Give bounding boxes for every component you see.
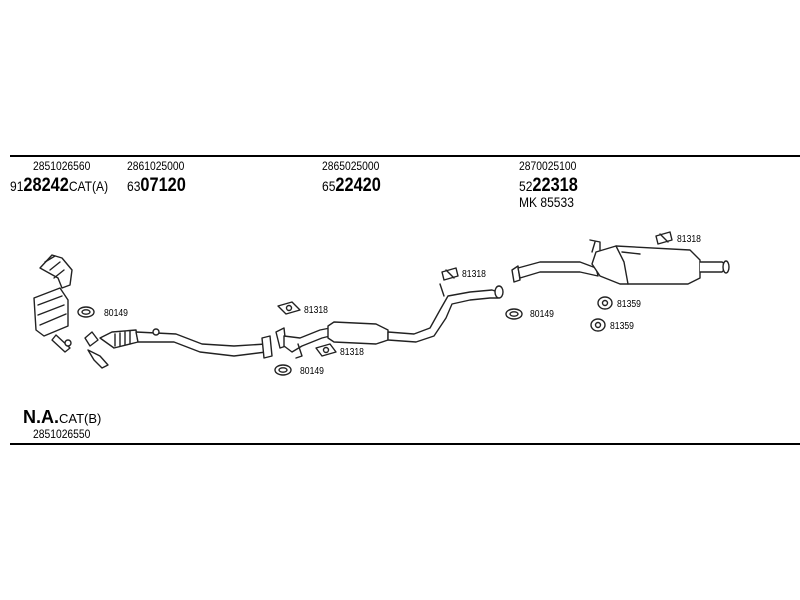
col4-main-code: 22318 [532, 175, 578, 196]
col2-prefix: 63 [127, 178, 141, 194]
col1-part-number: 2851026560 [33, 159, 91, 173]
rear-silencer [511, 239, 730, 285]
clamp-icon [277, 301, 301, 315]
gasket-label: 80149 [300, 366, 324, 377]
variant-bold: N.A. [23, 407, 59, 427]
col4-kit: MK 85533 [519, 194, 574, 210]
hanger-label: 81359 [617, 299, 641, 310]
front-pipe [84, 328, 273, 369]
hanger-label: 81318 [462, 269, 486, 280]
col1-suffix: CAT(A) [68, 178, 109, 194]
gasket-label: 80149 [530, 309, 554, 320]
variant-label: N.A.CAT(B) [23, 408, 101, 427]
clamp-label: 81318 [340, 347, 364, 358]
bottom-divider [10, 443, 800, 445]
col2-code: 6307120 [127, 176, 186, 195]
gasket-icon [505, 308, 523, 320]
gasket-icon [77, 306, 95, 318]
catalytic-converter [33, 254, 73, 353]
col4-prefix: 52 [519, 178, 533, 194]
col1-prefix: 91 [10, 178, 24, 194]
col4-code: 5222318 [519, 176, 578, 195]
col2-main-code: 07120 [140, 175, 186, 196]
col2-part-number: 2861025000 [127, 159, 185, 173]
hanger-icon [441, 267, 459, 281]
hanger-icon [590, 318, 606, 332]
col1-code: 9128242CAT(A) [10, 176, 108, 195]
top-divider [10, 155, 800, 157]
clamp-icon [315, 343, 337, 357]
col3-code: 6522420 [322, 176, 381, 195]
col3-main-code: 22420 [335, 175, 381, 196]
hanger-label: 81318 [677, 234, 701, 245]
variant-suffix: CAT(B) [59, 411, 102, 426]
col1-main-code: 28242 [23, 175, 69, 196]
gasket-label: 80149 [104, 308, 128, 319]
gasket-icon [274, 364, 292, 376]
intermediate-pipe [275, 283, 504, 359]
col3-prefix: 65 [322, 178, 336, 194]
hanger-label: 81359 [610, 321, 634, 332]
variant-part-number: 2851026550 [33, 427, 91, 441]
hanger-icon [597, 296, 613, 310]
col3-part-number: 2865025000 [322, 159, 380, 173]
clamp-label: 81318 [304, 305, 328, 316]
col4-part-number: 2870025100 [519, 159, 577, 173]
hanger-icon [655, 231, 673, 245]
